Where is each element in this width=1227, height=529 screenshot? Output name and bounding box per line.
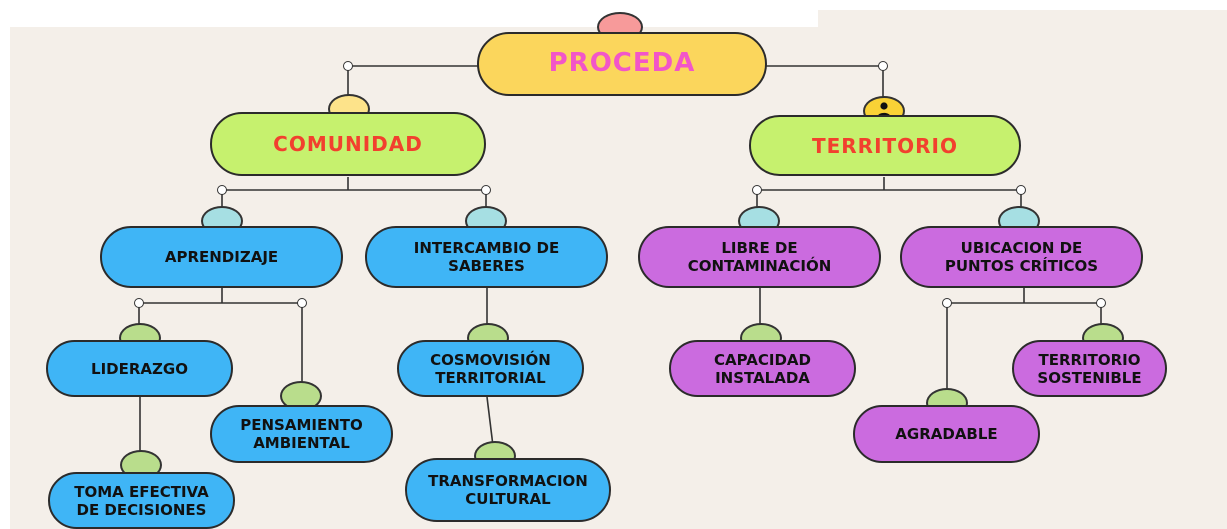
- node-label-line2: TERRITORIAL: [435, 368, 546, 387]
- connector-dot: [752, 185, 762, 195]
- node-agradable: AGRADABLE: [853, 405, 1040, 463]
- node-intercambio: INTERCAMBIO DE SABERES: [365, 226, 608, 288]
- node-territorio-sostenible: TERRITORIO SOSTENIBLE: [1012, 340, 1167, 397]
- node-aprendizaje: APRENDIZAJE: [100, 226, 343, 288]
- top-white-margin-right: [818, 0, 1227, 10]
- node-label-line1: COSMOVISIÓN: [430, 350, 551, 369]
- branch-node-territorio: TERRITORIO: [749, 115, 1021, 176]
- connector-dot: [217, 185, 227, 195]
- connector-dot: [878, 61, 888, 71]
- node-ubicacion: UBICACION DE PUNTOS CRÍTICOS: [900, 226, 1143, 288]
- node-capacidad-instalada: CAPACIDAD INSTALADA: [669, 340, 856, 397]
- node-label: AGRADABLE: [895, 425, 998, 443]
- node-libre-contaminacion: LIBRE DE CONTAMINACIÓN: [638, 226, 881, 288]
- node-label-line1: LIBRE DE: [721, 239, 798, 257]
- node-label-line2: INSTALADA: [715, 368, 810, 387]
- branch-label: COMUNIDAD: [273, 132, 423, 156]
- node-label-line1: TERRITORIO: [1038, 350, 1141, 369]
- connector-dot: [481, 185, 491, 195]
- root-label: PROCEDA: [548, 48, 696, 79]
- connector-dot: [1096, 298, 1106, 308]
- node-label-line1: INTERCAMBIO DE: [413, 239, 560, 257]
- node-label-line1: TOMA EFECTIVA: [74, 482, 209, 501]
- connector-dot: [343, 61, 353, 71]
- node-label-line2: SABERES: [448, 257, 525, 275]
- node-label: LIDERAZGO: [91, 359, 188, 378]
- branch-label: TERRITORIO: [811, 133, 959, 158]
- node-label-line1: TRANSFORMACION: [428, 472, 588, 490]
- node-cosmovision: COSMOVISIÓN TERRITORIAL: [397, 340, 584, 397]
- top-white-margin: [0, 0, 818, 27]
- node-pensamiento-ambiental: PENSAMIENTO AMBIENTAL: [210, 405, 393, 463]
- node-label-line1: CAPACIDAD: [714, 350, 811, 369]
- node-label-line2: DE DECISIONES: [76, 500, 207, 519]
- node-label-line1: UBICACION DE: [960, 239, 1083, 257]
- root-node-proceda: PROCEDA: [477, 32, 767, 96]
- connector-dot: [942, 298, 952, 308]
- node-label-line2: SOSTENIBLE: [1037, 368, 1142, 387]
- node-label-line2: CULTURAL: [465, 490, 551, 508]
- node-toma-efectiva: TOMA EFECTIVA DE DECISIONES: [48, 472, 235, 529]
- connector-dot: [134, 298, 144, 308]
- connector-dot: [1016, 185, 1026, 195]
- node-label-line2: AMBIENTAL: [253, 434, 350, 452]
- node-label: APRENDIZAJE: [164, 248, 279, 266]
- connector-dot: [297, 298, 307, 308]
- node-transformacion: TRANSFORMACION CULTURAL: [405, 458, 611, 522]
- node-label-line2: CONTAMINACIÓN: [687, 257, 832, 275]
- node-label-line1: PENSAMIENTO: [240, 416, 363, 434]
- node-liderazgo: LIDERAZGO: [46, 340, 233, 397]
- node-label-line2: PUNTOS CRÍTICOS: [944, 257, 1099, 275]
- branch-node-comunidad: COMUNIDAD: [210, 112, 486, 176]
